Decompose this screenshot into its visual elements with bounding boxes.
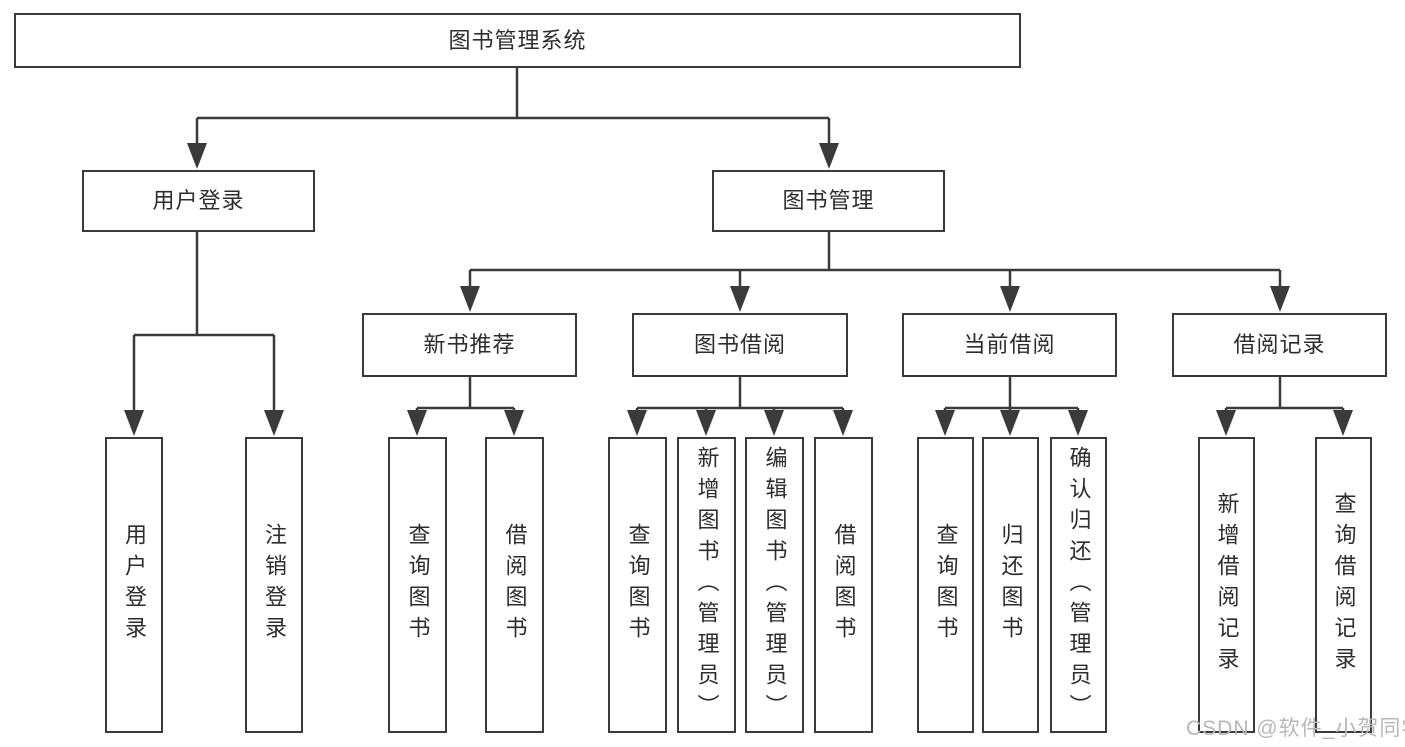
- arrowhead-icon: [833, 410, 853, 436]
- arrowhead-icon: [627, 410, 647, 436]
- node-label: 新书推荐: [423, 332, 516, 357]
- leaf-records-add-record: 新增借阅记录: [1198, 437, 1255, 733]
- node-current-borrowing: 当前借阅: [902, 313, 1117, 377]
- arrowhead-icon: [1216, 410, 1236, 436]
- node-borrowing-records: 借阅记录: [1172, 313, 1387, 377]
- node-book-management: 图书管理: [712, 170, 945, 232]
- node-label: 查询图书: [625, 523, 651, 647]
- node-label: 当前借阅: [963, 332, 1056, 357]
- node-label: 图书管理: [782, 188, 875, 213]
- arrowhead-icon: [764, 410, 784, 436]
- leaf-borrow-edit-books-admin: 编辑图书（管理员）: [745, 437, 804, 733]
- leaf-logout: 注销登录: [245, 437, 303, 733]
- arrowhead-icon: [730, 286, 750, 312]
- arrowhead-icon: [1000, 286, 1020, 312]
- arrowheads: [124, 143, 1353, 436]
- arrowhead-icon: [935, 410, 955, 436]
- arrowhead-icon: [1068, 410, 1088, 436]
- node-label: 新增图书（管理员）: [694, 445, 720, 725]
- arrowhead-icon: [1000, 410, 1020, 436]
- leaf-newbook-borrow-books: 借阅图书: [485, 437, 544, 733]
- node-label: 借阅图书: [502, 523, 528, 647]
- node-book-borrowing: 图书借阅: [632, 313, 848, 377]
- leaf-borrow-query-books: 查询图书: [608, 437, 667, 733]
- node-label: 用户登录: [152, 188, 245, 213]
- node-user-login: 用户登录: [82, 170, 315, 232]
- arrowhead-icon: [819, 143, 839, 169]
- csdn-watermark: CSDN @软件_小贺同学: [1186, 717, 1405, 740]
- node-label: 借阅图书: [831, 523, 857, 647]
- node-label: 归还图书: [998, 523, 1024, 647]
- node-root-system: 图书管理系统: [14, 13, 1021, 68]
- leaf-borrow-add-books-admin: 新增图书（管理员）: [677, 437, 736, 733]
- leaf-records-query-record: 查询借阅记录: [1315, 437, 1372, 733]
- arrowhead-icon: [460, 286, 480, 312]
- node-label: 编辑图书（管理员）: [762, 445, 788, 725]
- arrowhead-icon: [187, 143, 207, 169]
- node-label: 查询借阅记录: [1331, 492, 1357, 678]
- leaf-borrow-borrow-books: 借阅图书: [814, 437, 873, 733]
- node-label: 用户登录: [122, 523, 147, 647]
- arrowhead-icon: [504, 410, 524, 436]
- node-label: 图书借阅: [693, 332, 786, 357]
- leaf-current-return-books: 归还图书: [982, 437, 1039, 733]
- node-label: 借阅记录: [1233, 332, 1326, 357]
- node-label: 查询图书: [405, 523, 431, 647]
- arrowhead-icon: [1270, 286, 1290, 312]
- arrowhead-icon: [264, 410, 284, 436]
- leaf-current-confirm-return-admin: 确认归还（管理员）: [1050, 437, 1107, 733]
- node-label: 注销登录: [262, 523, 287, 647]
- arrowhead-icon: [1333, 410, 1353, 436]
- node-new-book-recommend: 新书推荐: [362, 313, 577, 377]
- node-label: 查询图书: [933, 523, 959, 647]
- node-label: 新增借阅记录: [1214, 492, 1240, 678]
- leaf-user-login: 用户登录: [105, 437, 163, 733]
- node-label: 确认归还（管理员）: [1066, 445, 1092, 725]
- leaf-current-query-books: 查询图书: [917, 437, 974, 733]
- arrowhead-icon: [696, 410, 716, 436]
- arrowhead-icon: [407, 410, 427, 436]
- node-label: 图书管理系统: [448, 27, 587, 53]
- arrowhead-icon: [124, 410, 144, 436]
- leaf-newbook-query-books: 查询图书: [388, 437, 447, 733]
